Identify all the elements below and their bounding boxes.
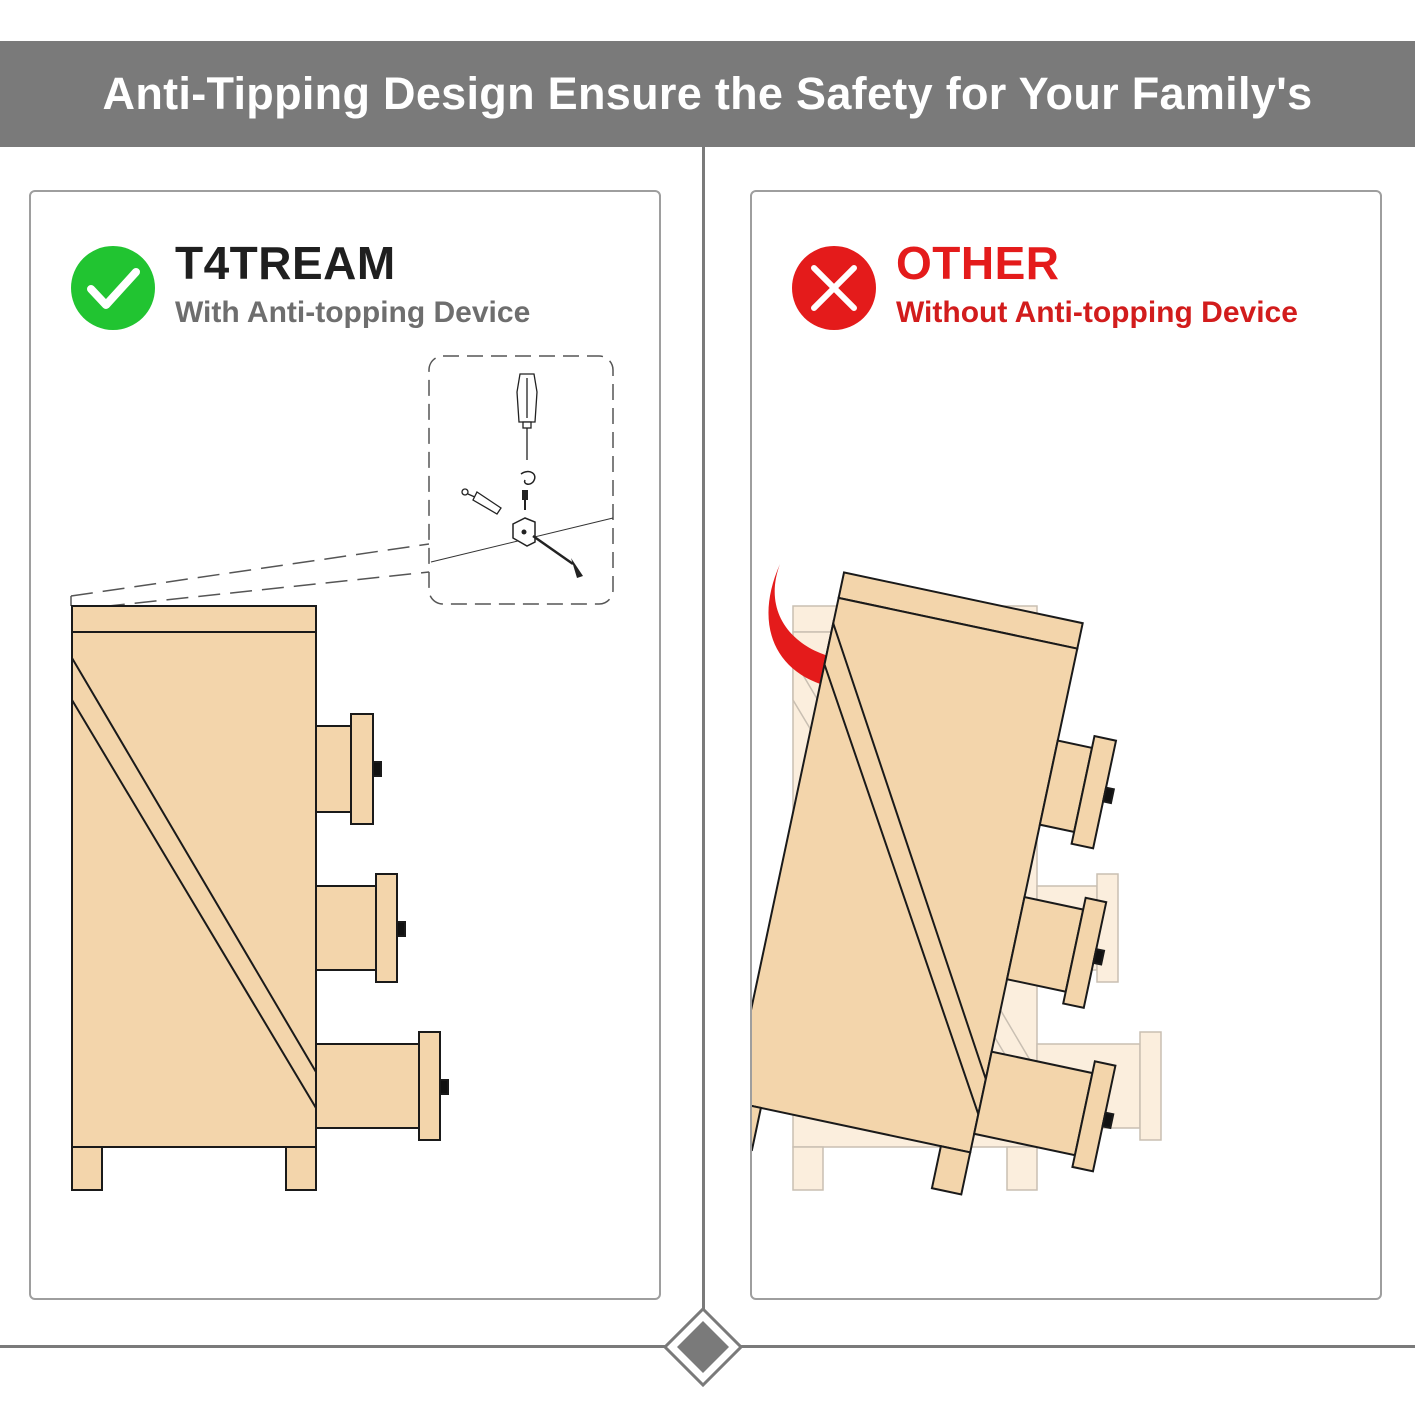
screwdriver-icon (516, 373, 538, 460)
x-circle-icon (790, 244, 878, 332)
feature-subtitle: With Anti-topping Device (175, 296, 531, 329)
anti-tip-kit-inset (428, 355, 614, 605)
brand-name: OTHER (896, 237, 1060, 289)
banner-title: Anti-Tipping Design Ensure the Safety fo… (102, 68, 1313, 119)
comparison-panel-other: OTHER Without Anti-topping Device (750, 190, 1382, 1300)
tilted-dresser (752, 571, 1118, 1196)
feature-subtitle: Without Anti-topping Device (896, 296, 1298, 329)
tipping-dresser-illustration (752, 564, 1162, 1196)
comparison-panel-t4tream: T4TREAM With Anti-topping Device (29, 190, 661, 1300)
vertical-divider (702, 147, 705, 1345)
header-banner: Anti-Tipping Design Ensure the Safety fo… (0, 41, 1415, 147)
diamond-icon (662, 1306, 744, 1388)
brand-name: T4TREAM (175, 237, 396, 289)
check-circle-icon (69, 244, 157, 332)
stable-dresser-illustration (70, 355, 614, 1191)
